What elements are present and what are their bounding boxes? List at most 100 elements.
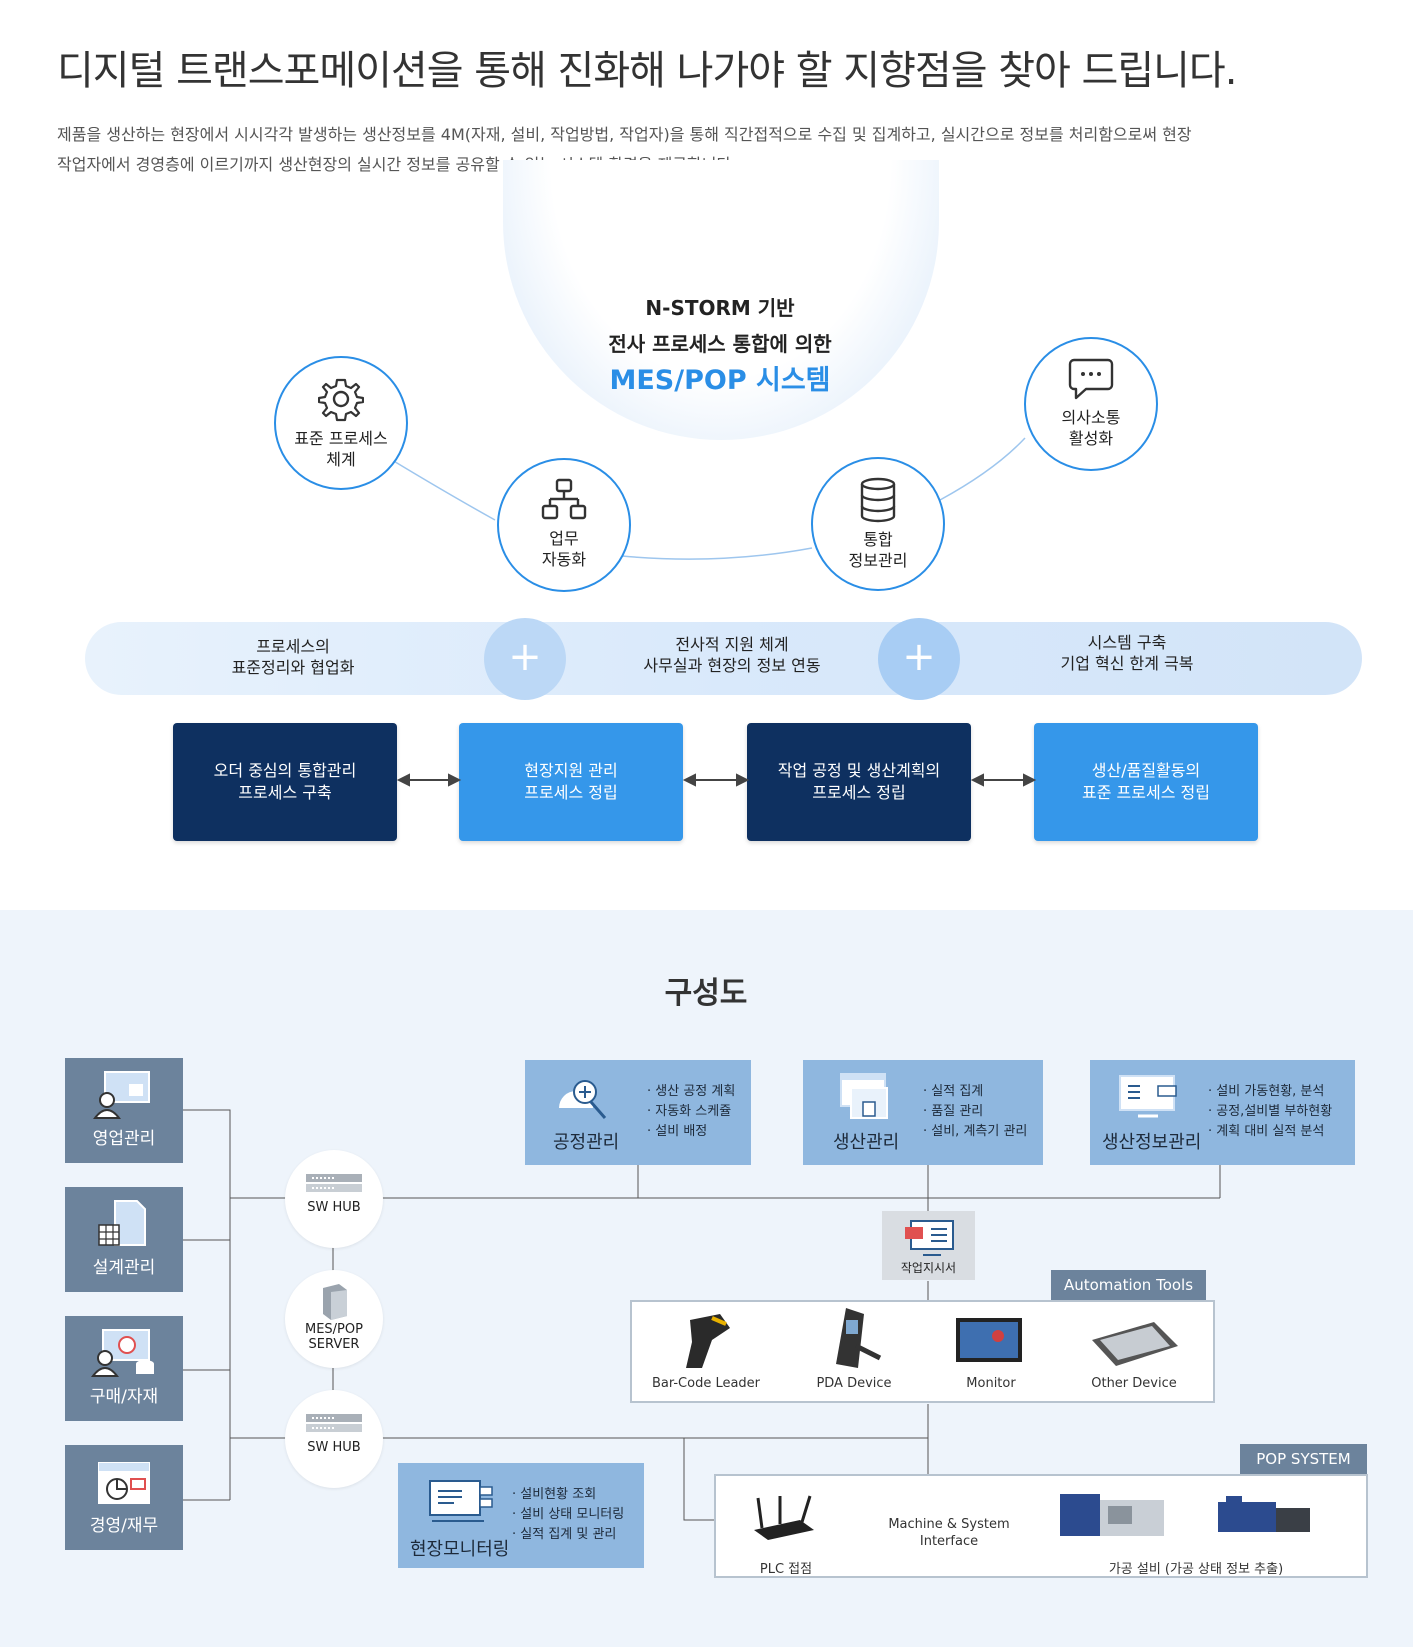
benefit-line: 표준정리와 협업화 xyxy=(231,658,355,677)
architecture-lines xyxy=(183,1109,1221,1522)
process-line: 프로세스 정립 xyxy=(524,783,618,802)
circle-work-automation: 업무 자동화 xyxy=(497,458,631,592)
benefit-text-2: 전사적 지원 체계 사무실과 현장의 정보 연동 xyxy=(582,634,882,676)
module-production-mgmt: 생산관리 · 실적 집계 · 품질 관리 · 설비, 계측기 관리 xyxy=(803,1060,1043,1165)
process-line: 작업 공정 및 생산계획의 xyxy=(777,761,941,780)
device-label: Bar-Code Leader xyxy=(651,1376,761,1391)
chat-icon xyxy=(1068,358,1114,400)
module-item: · 실적 집계 및 관리 xyxy=(512,1527,617,1542)
pda-device-icon xyxy=(836,1308,882,1368)
database-icon xyxy=(860,477,896,523)
process-line: 프로세스 정립 xyxy=(812,783,906,802)
module-item: · 설비 상태 모니터링 xyxy=(512,1507,625,1522)
server-label-line-2: SERVER xyxy=(308,1337,360,1352)
module-name: 생산관리 xyxy=(833,1132,900,1153)
benefit-bar xyxy=(85,622,1362,695)
benefit-line: 사무실과 현장의 정보 연동 xyxy=(643,656,821,675)
benefit-line: 프로세스의 xyxy=(256,637,330,656)
mes-pop-server: MES/POP SERVER xyxy=(285,1270,383,1368)
circle-label-line-2: 체계 xyxy=(326,450,356,469)
module-finance: 경영/재무 xyxy=(65,1445,183,1550)
work-order: 작업지시서 xyxy=(882,1211,975,1280)
server-icon xyxy=(323,1284,347,1320)
device-label: Monitor xyxy=(966,1376,1016,1391)
hub-label: SW HUB xyxy=(307,1440,361,1455)
circle-label-line-2: 활성화 xyxy=(1068,429,1114,448)
work-order-monitor-icon xyxy=(904,1220,954,1256)
sales-icon xyxy=(93,1071,150,1119)
interface-line: Interface xyxy=(919,1534,979,1549)
page-headline: 디지털 트랜스포메이션을 통해 진화해 나가야 할 지향점을 찾아 드립니다. xyxy=(57,48,1237,94)
circle-label-line-1: 표준 프로세스 xyxy=(294,429,388,448)
field-monitoring-icon xyxy=(429,1480,493,1522)
module-item: · 설비 배정 xyxy=(647,1124,708,1139)
hierarchy-icon xyxy=(541,478,587,520)
module-name: 생산정보관리 xyxy=(1102,1132,1202,1153)
server-label-line-1: MES/POP xyxy=(305,1322,363,1337)
interface-label: Machine & System Interface xyxy=(879,1516,1019,1550)
benefit-line: 시스템 구축 xyxy=(1087,633,1167,652)
injection-machine-icon xyxy=(1218,1496,1310,1532)
module-label: 경영/재무 xyxy=(89,1516,159,1536)
gear-icon xyxy=(318,378,364,422)
benefit-text-3: 시스템 구축 기업 혁신 한계 극복 xyxy=(977,632,1277,674)
module-item: · 설비현황 조회 xyxy=(512,1487,597,1502)
hub-label: SW HUB xyxy=(307,1200,361,1215)
module-items: · 설비현황 조회 · 설비 상태 모니터링 · 실적 집계 및 관리 xyxy=(512,1485,624,1545)
finance-icon xyxy=(98,1462,150,1504)
concept-title-line-3: MES/POP 시스템 xyxy=(609,365,831,396)
process-line: 표준 프로세스 정립 xyxy=(1082,783,1210,802)
barcode-scanner-icon xyxy=(686,1314,730,1368)
module-production-info: 생산정보관리 · 설비 가동현황, 분석 · 공정,설비별 부하현황 · 계획 … xyxy=(1090,1060,1355,1165)
circle-label-line-1: 의사소통 xyxy=(1061,408,1121,427)
module-item: · 자동화 스케쥴 xyxy=(647,1104,732,1119)
plc-label: PLC 접점 xyxy=(759,1562,813,1577)
module-item: · 설비 가동현황, 분석 xyxy=(1208,1084,1325,1099)
machining-equipment-icon xyxy=(1060,1494,1164,1536)
sw-hub-bottom: SW HUB xyxy=(285,1390,383,1488)
sw-hub-top: SW HUB xyxy=(285,1150,383,1248)
switch-icon xyxy=(306,1414,362,1432)
circle-label-line-1: 통합 xyxy=(863,530,893,549)
work-order-label: 작업지시서 xyxy=(900,1261,957,1275)
pop-system-tab: POP SYSTEM xyxy=(1240,1444,1367,1474)
module-items: · 실적 집계 · 품질 관리 · 설비, 계측기 관리 xyxy=(923,1082,1027,1142)
concept-title-line-2: 전사 프로세스 통합에 의한 xyxy=(608,332,832,356)
switch-icon xyxy=(306,1174,362,1192)
module-item: · 품질 관리 xyxy=(923,1104,984,1119)
module-items: · 생산 공정 계획 · 자동화 스케쥴 · 설비 배정 xyxy=(647,1082,735,1142)
device-label: Other Device xyxy=(1091,1376,1177,1391)
concept-connector-arc xyxy=(391,437,1026,560)
module-item: · 실적 집계 xyxy=(923,1084,984,1099)
monitor-icon xyxy=(956,1318,1022,1362)
process-line: 생산/품질활동의 xyxy=(1091,761,1201,780)
process-mgmt-icon xyxy=(559,1080,607,1119)
automation-tools-tab: Automation Tools xyxy=(1051,1270,1206,1300)
module-label: 설계관리 xyxy=(92,1258,156,1278)
automation-tools-panel: Bar-Code Leader PDA Device Monitor Other… xyxy=(630,1300,1215,1403)
module-name: 현장모니터링 xyxy=(410,1539,510,1560)
pop-system-panel: PLC 접점 Machine & System Interface 가공 설비 … xyxy=(714,1474,1368,1578)
production-info-icon xyxy=(1119,1075,1177,1118)
module-item: · 공정,설비별 부하현황 xyxy=(1208,1104,1333,1119)
circle-label-line-2: 자동화 xyxy=(541,550,587,569)
plus-icon: + xyxy=(484,618,566,700)
module-purchase: 구매/자재 xyxy=(65,1316,183,1421)
plus-icon: + xyxy=(878,618,960,700)
circle-standard-process: 표준 프로세스 체계 xyxy=(274,356,408,490)
concept-title-line-1: N-STORM 기반 xyxy=(645,296,795,320)
device-label: PDA Device xyxy=(816,1376,892,1391)
module-design: 설계관리 xyxy=(65,1187,183,1292)
other-device-icon xyxy=(1092,1322,1178,1366)
process-double-arrows xyxy=(396,773,1037,787)
interface-line: Machine & System xyxy=(888,1517,1010,1532)
module-label: 영업관리 xyxy=(92,1129,156,1149)
benefit-text-1: 프로세스의 표준정리와 협업화 xyxy=(143,636,443,678)
process-line: 프로세스 구축 xyxy=(238,783,332,802)
module-item: · 계획 대비 실적 분석 xyxy=(1208,1124,1325,1139)
circle-label-line-1: 업무 xyxy=(549,529,579,548)
